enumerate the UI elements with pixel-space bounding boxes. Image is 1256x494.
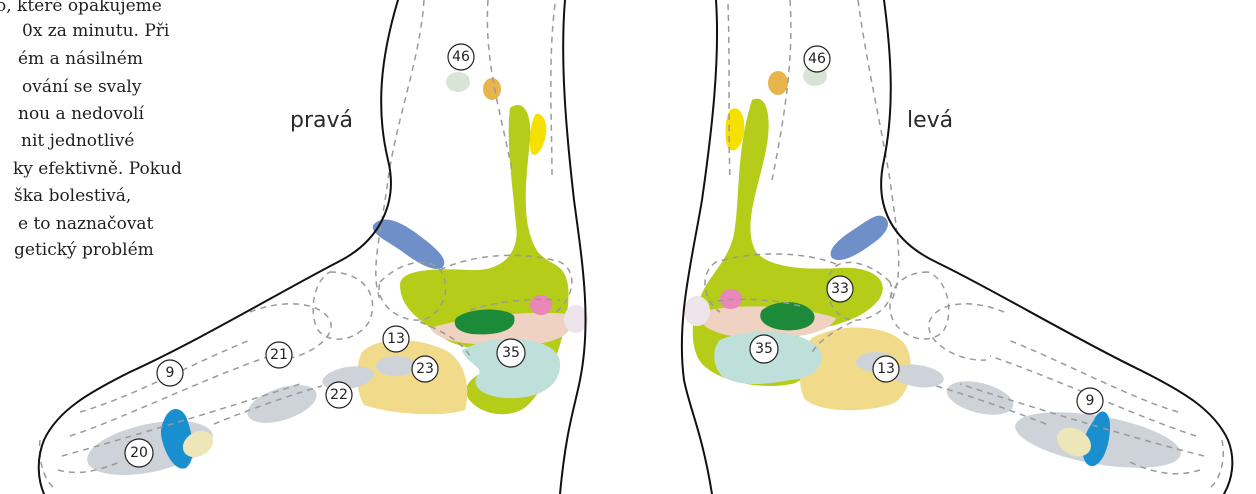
zone-badge-22-right: 22 xyxy=(326,382,352,408)
zone-badge-23-right: 23 xyxy=(412,356,438,382)
zone-orange-left xyxy=(768,71,788,95)
zone-yellow-right xyxy=(530,114,546,155)
zone-badge-13-left: 13 xyxy=(873,356,899,382)
dashed-line xyxy=(929,304,1004,360)
zone-badge-35-right: 35 xyxy=(497,339,525,367)
svg-text:35: 35 xyxy=(755,341,773,357)
zone-badge-9-right: 9 xyxy=(157,360,183,386)
left-foot: levá 46 33 35 13 9 xyxy=(682,0,1233,494)
right-foot: pravá 46 9 21 13 23 22 35 20 xyxy=(39,0,588,494)
zone-grey-right-4 xyxy=(376,356,416,376)
zone-badge-9-left: 9 xyxy=(1077,388,1103,414)
zone-badge-33-left: 33 xyxy=(827,276,853,302)
svg-text:9: 9 xyxy=(166,365,175,381)
svg-text:20: 20 xyxy=(130,445,148,461)
svg-text:13: 13 xyxy=(387,331,405,347)
svg-text:46: 46 xyxy=(808,51,826,67)
zone-blue-left xyxy=(831,216,888,260)
right-foot-outline xyxy=(39,0,398,494)
svg-text:35: 35 xyxy=(502,345,520,361)
zone-grey-left-2 xyxy=(943,375,1016,421)
svg-text:9: 9 xyxy=(1086,393,1095,409)
zone-lilac-left xyxy=(684,296,710,326)
zone-badge-46-right: 46 xyxy=(448,44,474,70)
label-left-foot: levá xyxy=(907,108,953,133)
dashed-line xyxy=(551,4,555,180)
svg-text:21: 21 xyxy=(270,347,288,363)
zone-badge-46-left: 46 xyxy=(804,46,830,72)
zone-sage-right xyxy=(446,72,470,92)
zone-sand-right xyxy=(357,340,467,414)
zone-badge-20-right: 20 xyxy=(125,439,153,467)
dashed-line xyxy=(313,272,372,339)
zone-badge-13-right: 13 xyxy=(383,326,409,352)
label-right-foot: pravá xyxy=(290,108,353,133)
dashed-line xyxy=(890,272,949,339)
zone-badge-35-left: 35 xyxy=(750,335,778,363)
zone-badge-21-right: 21 xyxy=(266,342,292,368)
svg-text:46: 46 xyxy=(452,49,470,65)
zone-orange-right xyxy=(483,78,501,100)
zone-blue-right xyxy=(373,220,445,269)
svg-text:33: 33 xyxy=(831,281,849,297)
right-foot-outline-heel xyxy=(560,0,586,494)
svg-text:13: 13 xyxy=(877,361,895,377)
svg-text:22: 22 xyxy=(330,387,348,403)
dashed-line xyxy=(1210,440,1223,488)
left-foot-outline-heel xyxy=(682,0,717,494)
dashed-line xyxy=(858,0,899,300)
svg-text:23: 23 xyxy=(416,361,434,377)
dashed-line xyxy=(728,4,730,180)
zone-pink-right xyxy=(530,295,552,315)
zone-grey-right-2 xyxy=(243,378,321,431)
zone-lilac-right xyxy=(564,305,588,333)
